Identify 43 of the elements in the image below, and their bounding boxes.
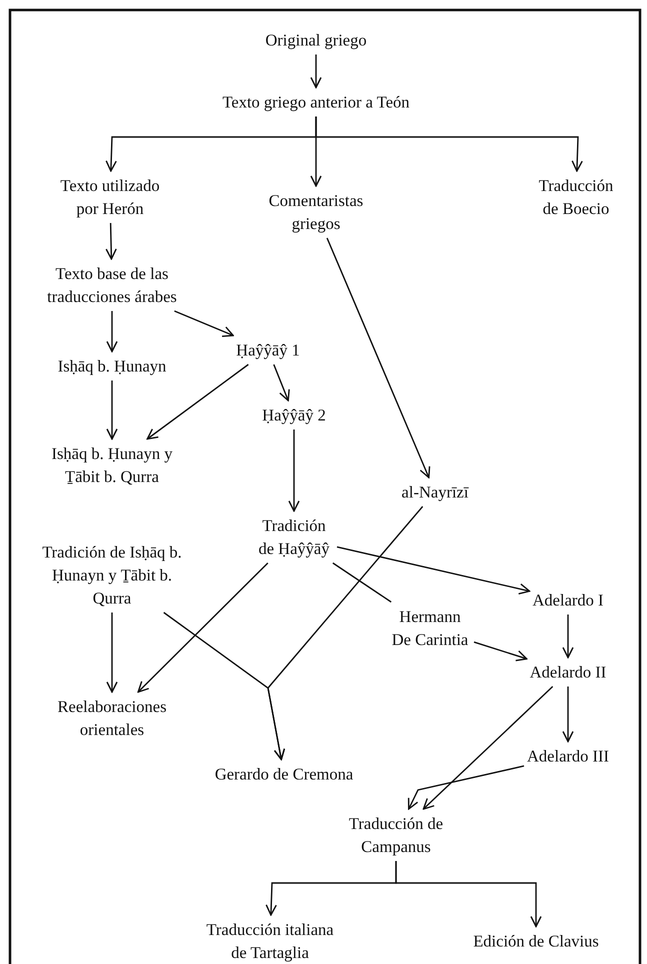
arrow <box>106 380 118 440</box>
node-label: Traducción de Campanus <box>348 813 444 858</box>
node-label: Ḥaŷŷāŷ 1 <box>236 340 300 362</box>
arrow <box>267 506 424 760</box>
arrow <box>146 364 249 440</box>
node-label: Isḥāq b. Ḥunayn <box>58 356 166 378</box>
arrow <box>288 430 300 512</box>
arrow <box>310 54 322 88</box>
arrow <box>106 612 118 693</box>
node-label: Ḥaŷŷāŷ 2 <box>262 404 326 426</box>
arrow <box>273 364 290 402</box>
node-label: Hermann De Carintia <box>390 606 470 651</box>
node-label: Texto utilizado por Herón <box>59 175 161 220</box>
arrow <box>474 641 528 662</box>
arrow <box>315 116 583 172</box>
arrow <box>326 238 430 478</box>
arrow <box>422 686 554 810</box>
node-label: Adelardo II <box>530 662 606 684</box>
connector-line <box>332 562 392 603</box>
arrow <box>137 562 268 693</box>
node-label: Traducción italiana de Tartaglia <box>205 919 335 964</box>
arrow <box>408 765 524 810</box>
node-label: Isḥāq b. Ḥunayn y Ṯābit b. Qurra <box>50 443 174 488</box>
node-label: Edición de Clavius <box>473 930 599 952</box>
node-label: Traducción de Boecio <box>538 175 614 220</box>
arrow <box>336 546 530 594</box>
arrow <box>562 614 574 658</box>
node-label: Tradición de Ḥaŷŷāŷ <box>257 515 330 560</box>
node-label: Texto griego anterior a Teón <box>222 92 410 114</box>
node-label: Reelaboraciones orientales <box>56 696 168 741</box>
arrow <box>174 310 234 337</box>
node-label: al-Nayrīzī <box>402 482 468 504</box>
node-label: Comentaristas griegos <box>268 190 364 235</box>
node-label: Adelardo III <box>527 746 609 768</box>
node-label: Gerardo de Cremona <box>214 764 354 786</box>
arrow <box>105 222 117 260</box>
node-label: Tradición de Isḥāq b. Ḥunayn y Ṯābit b. Qurra <box>42 542 182 610</box>
node-label: Texto base de las traducciones árabes <box>46 263 178 308</box>
node-label: Original griego <box>265 30 367 52</box>
arrow <box>106 311 118 352</box>
node-label: Adelardo I <box>532 590 604 612</box>
arrow <box>562 686 574 742</box>
arrow <box>395 861 542 928</box>
